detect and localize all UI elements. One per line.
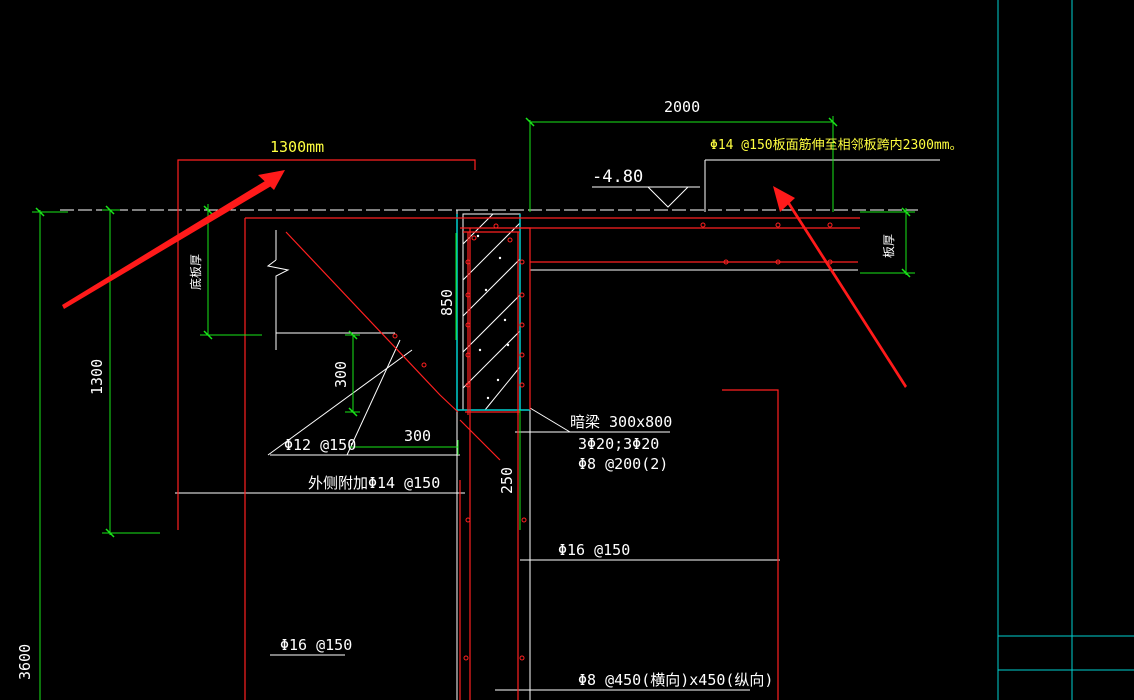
annotation-text: -4.80 Φ14 @150板面筋伸至相邻板跨内2300mm。 底板厚 板厚 Φ… — [188, 137, 963, 689]
elevation-marker-icon — [592, 186, 700, 208]
slab-thickness-left: 底板厚 — [188, 254, 203, 290]
dim-total-height: 3600 — [16, 644, 34, 680]
hidden-beam-section — [456, 213, 530, 411]
dim-left-span: 1300mm — [270, 138, 324, 156]
outer-bar-label: 外侧附加Φ14 @150 — [308, 474, 440, 492]
dim-lower-offset: 250 — [498, 467, 516, 494]
wall-bar-right: Φ16 @150 — [558, 541, 630, 559]
slab-thickness-right: 板厚 — [882, 234, 896, 258]
dim-top-span: 2000 — [664, 98, 700, 116]
beam-stirrups: Φ8 @200(2) — [578, 455, 668, 473]
title-block-frame — [997, 0, 1134, 700]
dim-beam-depth: 850 — [438, 289, 456, 316]
diag-bar-label: Φ12 @150 — [284, 436, 356, 454]
beam-title: 暗梁 300x800 — [570, 413, 672, 431]
beam-main-bars: 3Φ20;3Φ20 — [578, 435, 659, 453]
dim-stub-width: 300 — [404, 427, 431, 445]
dim-left-height: 1300 — [88, 359, 106, 395]
arrow-right-icon — [773, 186, 907, 388]
rebar-dots — [392, 222, 833, 661]
tie-bar-label: Φ8 @450(横向)x450(纵向) — [578, 671, 773, 689]
wall-bar-left: Φ16 @150 — [280, 636, 352, 654]
dimension-ticks — [35, 117, 911, 538]
dimension-text: 2000 1300mm 3600 1300 850 300 300 250 — [16, 98, 700, 680]
top-note: Φ14 @150板面筋伸至相邻板跨内2300mm。 — [710, 137, 963, 153]
elevation-label: -4.80 — [592, 167, 643, 187]
rebar-lines — [177, 159, 860, 700]
dim-stub-height: 300 — [332, 361, 350, 388]
arrow-left-icon — [62, 170, 285, 309]
